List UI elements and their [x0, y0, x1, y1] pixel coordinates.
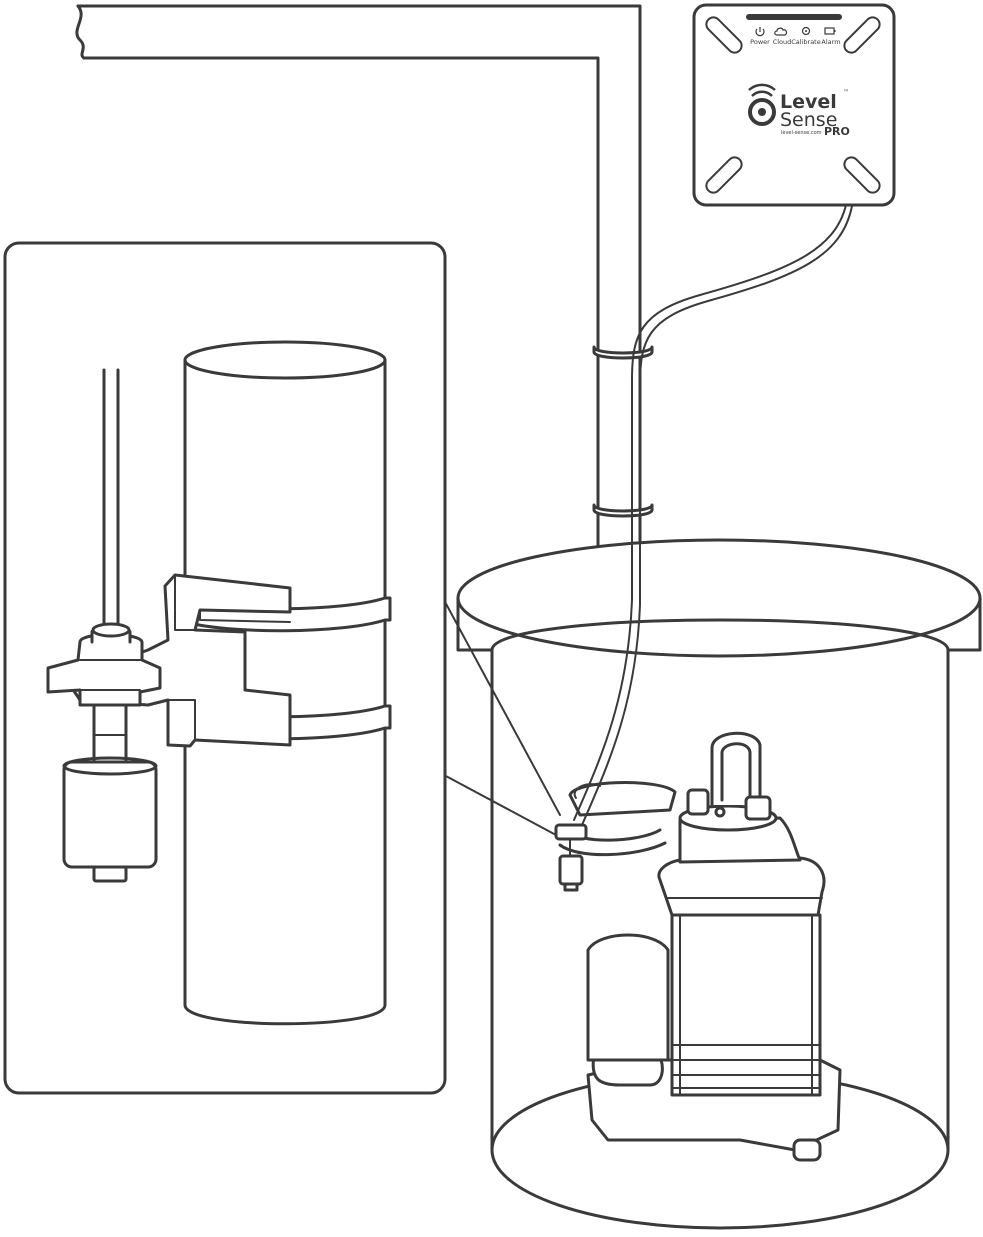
detail-sensor-rod — [102, 368, 120, 637]
pro-edition-label: PRO — [824, 125, 850, 138]
battery-icon — [824, 27, 836, 35]
indicator-label-power: Power — [750, 38, 770, 46]
indicator-label-cloud: Cloud — [773, 38, 792, 46]
trademark-symbol: ™ — [843, 89, 849, 96]
calibrate-icon — [801, 26, 811, 36]
mount-slot-top-right — [843, 16, 881, 54]
level-sense-device: Power Cloud Calibrate Alarm Level ™ Sens… — [692, 3, 896, 207]
sensor-cable — [573, 204, 853, 826]
status-light-bar — [746, 14, 842, 20]
float-sensor-small — [554, 823, 588, 892]
mount-slot-top-left — [705, 16, 743, 54]
indicator-label-calibrate: Calibrate — [791, 38, 820, 46]
mount-slot-bottom-left — [705, 156, 743, 194]
detail-sensor-head — [46, 622, 162, 707]
level-sense-logo-icon — [748, 83, 776, 126]
callout-connector — [443, 599, 561, 836]
website-label: level-sense.com — [781, 130, 822, 136]
brand-name-line1: Level — [780, 91, 837, 113]
power-icon — [755, 27, 765, 37]
detail-float — [62, 756, 158, 883]
mount-slot-bottom-right — [843, 156, 881, 194]
indicator-label-alarm: Alarm — [821, 38, 840, 46]
cloud-icon — [774, 27, 788, 36]
detail-callout-panel — [3, 241, 447, 1095]
brand-name-line2: Sense — [780, 109, 837, 131]
sump-pump — [586, 731, 842, 1162]
detail-pipe — [183, 340, 387, 1026]
